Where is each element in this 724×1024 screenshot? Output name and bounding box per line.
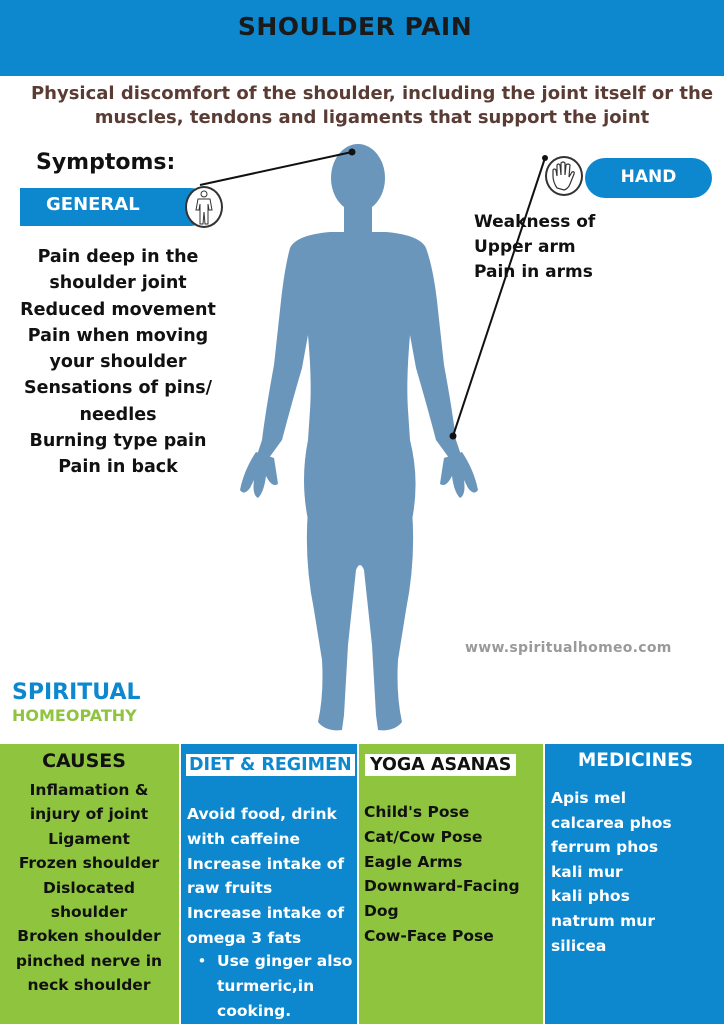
list-item: natrum mur (551, 911, 655, 930)
list-item: Cow-Face Pose (364, 926, 494, 945)
human-body-figure (240, 144, 478, 731)
list-item: Increase intake of (187, 854, 345, 873)
diet-bullet-item: • Use ginger also turmeric,in cooking. (187, 949, 359, 1023)
body-outline-icon (185, 186, 223, 228)
list-item: Pain deep in the (37, 247, 199, 267)
list-item: ferrum phos (551, 838, 659, 857)
subtitle-line-2: muscles, tendons and ligaments that supp… (94, 107, 650, 128)
list-item: Increase intake of (187, 904, 345, 923)
general-symptoms-list: Pain deep in the shoulder joint Reduced … (10, 244, 226, 481)
list-item: omega 3 fats (187, 928, 302, 947)
list-item: Dislocated (42, 878, 136, 897)
list-item: Frozen shoulder (18, 854, 160, 873)
list-item: Child's Pose (364, 803, 470, 821)
bullet-line: Use ginger also (217, 952, 353, 970)
yoga-list: Child's Pose Cat/Cow Pose Eagle Arms Dow… (364, 800, 542, 949)
list-item: Reduced movement (20, 299, 216, 320)
list-item: Burning type pain (29, 431, 207, 452)
brand-name-line-2: HOMEOPATHY (12, 706, 137, 725)
diet-section: DIET & REGIMEN Avoid food, drink with ca… (179, 744, 359, 1024)
list-item: calcarea phos (551, 813, 672, 832)
list-item: Eagle Arms (364, 852, 463, 871)
list-item: Weakness of (474, 212, 596, 232)
diet-title: DIET & REGIMEN (186, 754, 355, 776)
list-item: shoulder joint (49, 273, 187, 294)
hand-symptoms-list: Weakness of Upper arm Pain in arms (474, 210, 595, 285)
causes-title: CAUSES (42, 750, 126, 772)
list-item: injury of joint (29, 805, 149, 824)
list-item: Sensations of pins/ (23, 378, 213, 399)
subtitle-line-1: Physical discomfort of the shoulder, inc… (30, 83, 714, 104)
list-item: silicea (551, 936, 607, 955)
list-item: Ligament (48, 829, 130, 848)
page-subtitle: Physical discomfort of the shoulder, inc… (30, 82, 714, 130)
list-item: neck shoulder (27, 976, 151, 995)
list-item: Pain in arms (474, 262, 593, 282)
list-item: Dog (364, 902, 399, 921)
list-item: kali phos (551, 887, 630, 906)
list-item: Upper arm (474, 237, 576, 257)
list-item: Pain when moving (27, 325, 209, 346)
yoga-section: YOGA ASANAS Child's Pose Cat/Cow Pose Ea… (359, 744, 543, 1024)
list-item: Cat/Cow Pose (364, 827, 483, 846)
list-item: shoulder (50, 903, 128, 922)
list-item: your shoulder (49, 352, 187, 373)
list-item: Apis mel (551, 789, 627, 807)
causes-list: Inflamation & injury of joint Ligament F… (0, 778, 178, 998)
header-banner: SHOULDER PAIN (0, 0, 724, 76)
hand-label: HAND (585, 158, 712, 198)
list-item: pinched nerve in (15, 951, 163, 970)
list-item: Inflamation & (29, 781, 149, 799)
medicines-title: MEDICINES (577, 750, 694, 771)
bullet-icon: • (197, 952, 207, 970)
list-item: Downward-Facing (364, 877, 520, 896)
page-title: SHOULDER PAIN (237, 12, 473, 41)
list-item: Pain in back (58, 457, 178, 478)
general-label: GENERAL (20, 188, 210, 226)
medicines-list: Apis mel calcarea phos ferrum phos kali … (551, 786, 723, 958)
hand-icon (545, 156, 583, 196)
medicines-section: MEDICINES Apis mel calcarea phos ferrum … (543, 744, 724, 1024)
bullet-line: cooking. (217, 1001, 292, 1020)
list-item: raw fruits (187, 879, 273, 898)
list-item: kali mur (551, 862, 623, 881)
bullet-line: turmeric,in (217, 976, 315, 995)
yoga-title: YOGA ASANAS (365, 754, 517, 776)
diet-list: Avoid food, drink with caffeine Increase… (187, 802, 359, 951)
list-item: with caffeine (187, 829, 301, 848)
symptoms-heading: Symptoms: (36, 150, 176, 175)
brand-name-line-1: SPIRITUAL (12, 680, 141, 705)
list-item: Avoid food, drink (187, 805, 337, 823)
website-url: www.spiritualhomeo.com (465, 640, 672, 656)
list-item: Broken shoulder (17, 927, 161, 946)
causes-section: CAUSES Inflamation & injury of joint Lig… (0, 744, 179, 1024)
list-item: needles (79, 404, 157, 425)
